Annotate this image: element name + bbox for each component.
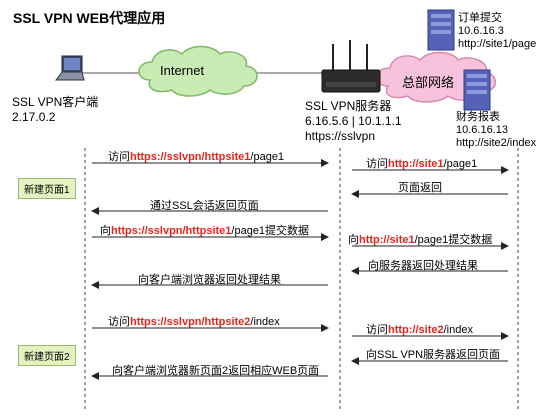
internet-cloud — [138, 45, 258, 97]
msg-11: 向SSL VPN服务器返回页面 — [366, 349, 501, 361]
msg-12: 向客户端浏览器新页面2返回相应WEB页面 — [112, 365, 320, 377]
site1-url: http://site1/page — [458, 38, 537, 50]
server-icon-2 — [463, 69, 491, 111]
msg-2: 访问http://site1/page1 — [366, 158, 478, 170]
server-name: SSL VPN服务器 — [305, 99, 392, 113]
msg-4: 通过SSL会话返回页面 — [150, 200, 259, 212]
msg-8: 向客户端浏览器返回处理结果 — [138, 274, 281, 286]
new-page-2-box: 新建页面2 — [18, 345, 76, 366]
client-name: SSL VPN客户端 — [12, 95, 99, 109]
laptop-icon — [55, 55, 85, 81]
msg-1: 访问https://sslvpn/httpsite1/page1 — [108, 151, 285, 163]
page-title: SSL VPN WEB代理应用 — [13, 10, 166, 26]
router-icon — [321, 40, 381, 93]
msg-9: 访问https://sslvpn/httpsite2/index — [108, 316, 280, 328]
server-ip: 6.16.5.6 | 10.1.1.1 — [305, 114, 402, 128]
msg-5: 向https://sslvpn/httpsite1/page1提交数据 — [100, 225, 310, 237]
internet-label: Internet — [160, 63, 205, 78]
site1-name: 订单提交 — [458, 12, 502, 24]
site1-ip: 10.6.16.3 — [458, 25, 504, 37]
msg-7: 向服务器返回处理结果 — [368, 260, 478, 272]
new-page-1-box: 新建页面1 — [18, 178, 76, 199]
msg-10: 访问http://site2/index — [366, 324, 473, 336]
server-icon — [427, 9, 455, 51]
site2-ip: 10.6.16.13 — [456, 124, 508, 136]
hq-label: 总部网络 — [402, 75, 455, 90]
msg-6: 向http://site1/page1提交数据 — [348, 234, 493, 246]
server-url: https://sslvpn — [305, 129, 376, 143]
site2-name: 财务报表 — [456, 111, 500, 123]
site2-url: http://site2/index — [456, 137, 537, 149]
msg-3: 页面返回 — [398, 182, 442, 194]
client-ip: 2.17.0.2 — [12, 110, 56, 124]
